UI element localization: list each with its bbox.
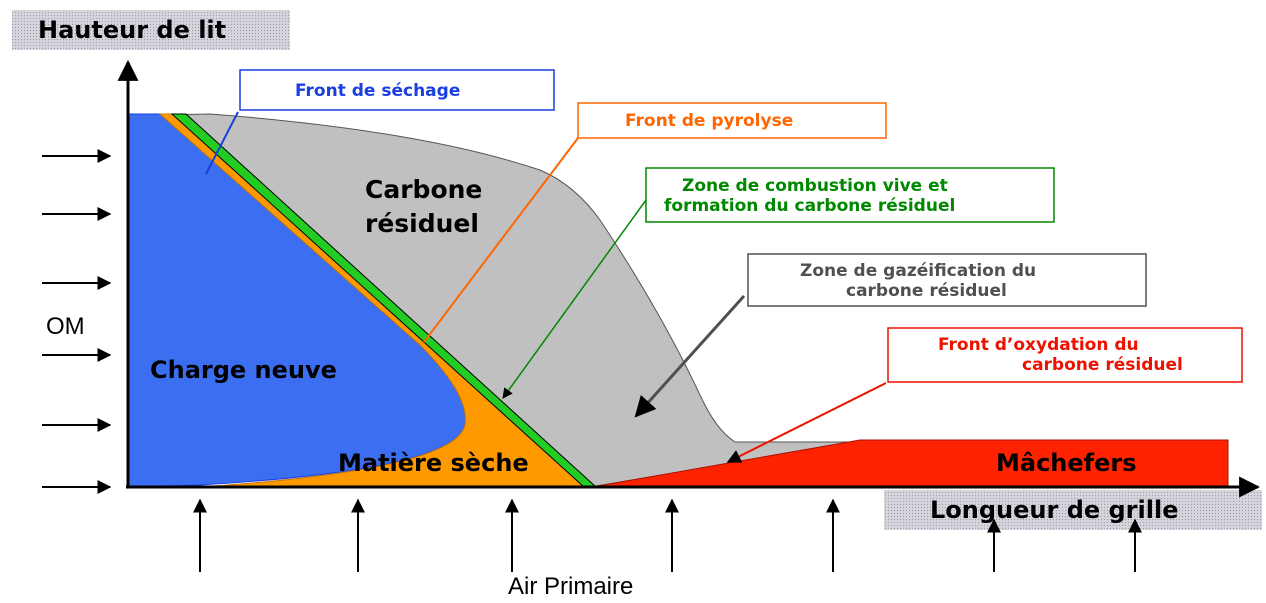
callout-combustion-2: formation du carbone résiduel [664,196,955,216]
carbone-residuel-label-1: Carbone [365,175,482,204]
callout-oxydation-pointer [726,382,887,463]
callout-front-pyrolyse-pointer [423,137,579,343]
callout-gazeification-pointer [634,294,746,418]
air-primaire-label: Air Primaire [508,573,633,600]
y-axis-label: Hauteur de lit [38,16,226,44]
callout-front-sechage-box [239,69,555,111]
charge-neuve-label: Charge neuve [150,356,337,384]
machefers-label: Mâchefers [996,449,1137,477]
matiere-seche-zone [158,113,587,488]
callout-combustion-pointer [502,199,647,399]
callout-oxydation-2: carbone résiduel [1022,355,1183,375]
callout-gazeification-1: Zone de gazéification du [800,261,1036,281]
x-axis-label-box [884,490,1262,530]
om-label: OM [46,313,85,340]
y-axis-label-box [12,10,290,50]
callout-front-pyrolyse-box [577,102,887,139]
callout-oxydation-box [887,327,1243,383]
callout-gazeification-box [747,253,1147,307]
matiere-seche-label: Matière sèche [338,449,529,477]
callout-front-sechage-pointer [205,111,239,175]
carbone-residuel-zone [158,113,861,488]
om-arrows [42,149,112,494]
air-primaire-arrows [193,498,1142,572]
callout-front-pyrolyse: Front de pyrolyse [625,111,793,131]
callout-oxydation-1: Front d’oxydation du [938,335,1139,355]
callout-front-sechage: Front de séchage [295,81,460,101]
carbone-residuel-label-2: résiduel [365,209,479,238]
callout-combustion-1: Zone de combustion vive et [682,176,948,196]
callout-gazeification-2: carbone résiduel [846,281,1007,301]
x-axis-label: Longueur de grille [930,496,1178,524]
callout-combustion-box [645,167,1055,223]
